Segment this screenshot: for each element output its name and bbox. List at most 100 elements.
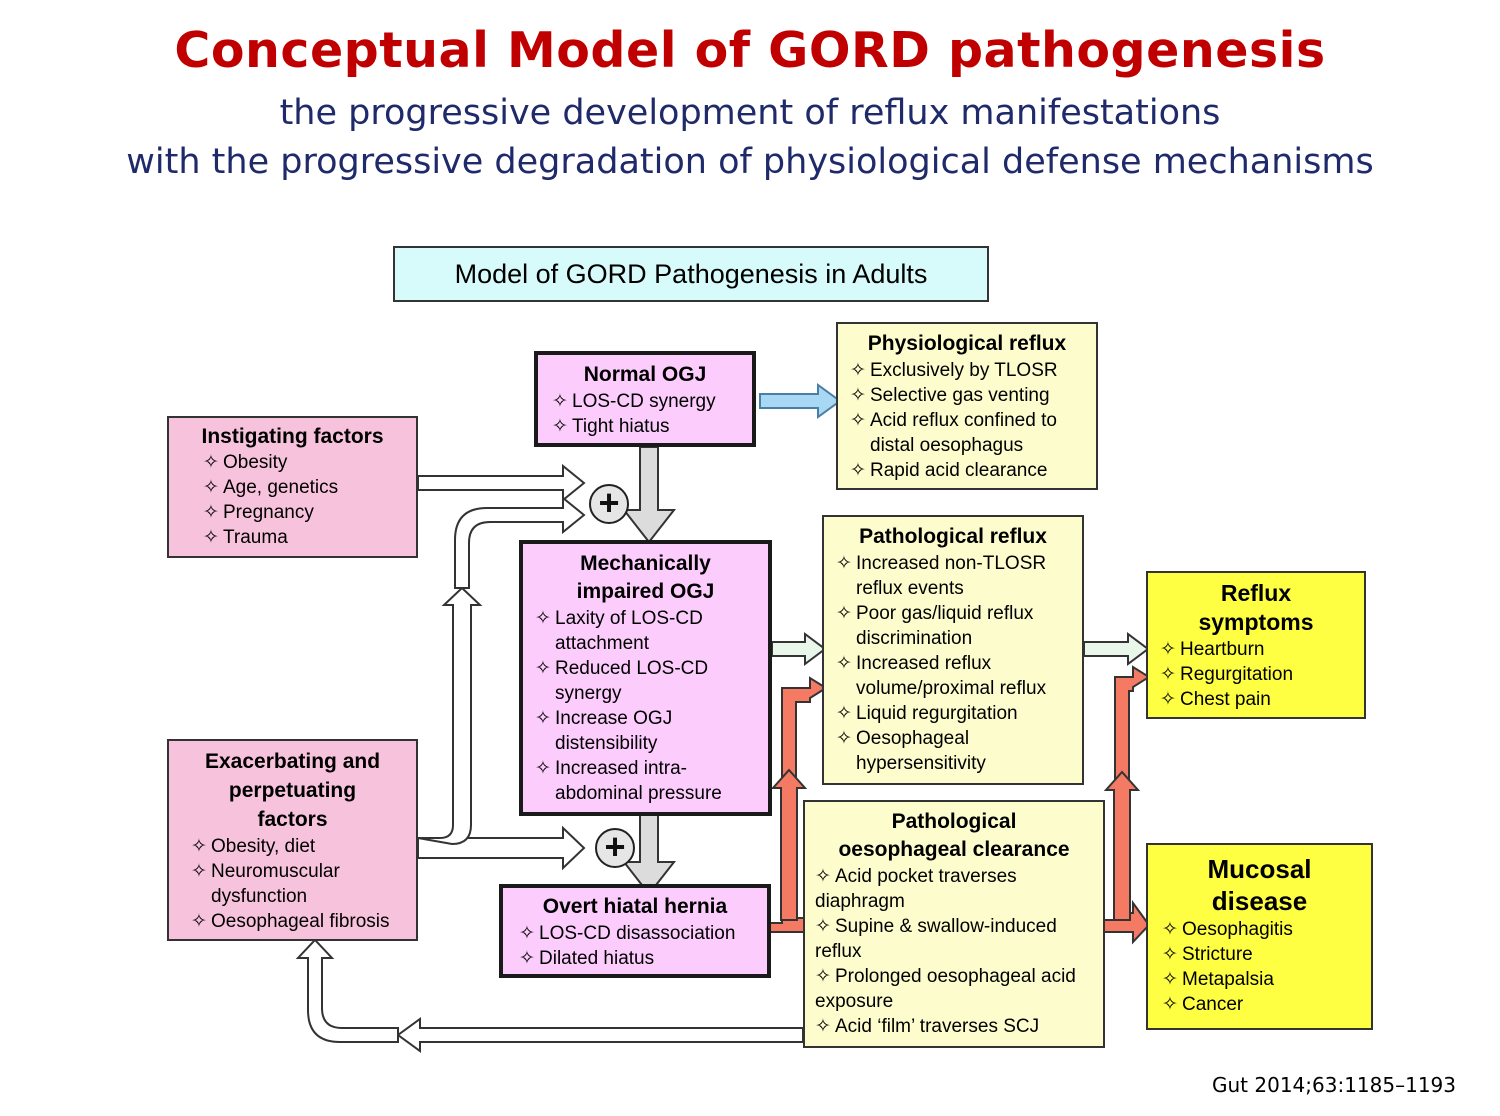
bullet-icon: ✧ — [552, 416, 568, 437]
arrow-normal-to-impaired — [621, 446, 677, 544]
list-item: ✧Prolonged oesophageal acid exposure — [815, 966, 1076, 1012]
exacerbating-heading: Exacerbating and perpetuating factors — [204, 750, 381, 831]
slide-title: Conceptual Model of GORD pathogenesis — [174, 22, 1326, 79]
list-item: ✧Increased non-TLOSR reflux events — [836, 553, 1047, 599]
bullet-icon: ✧ — [836, 728, 852, 749]
bullet-icon: ✧ — [203, 477, 219, 498]
list-item: ✧Selective gas venting — [850, 385, 1050, 406]
bullet-icon: ✧ — [836, 653, 852, 674]
bullet-icon: ✧ — [836, 703, 852, 724]
bullet-icon: ✧ — [1162, 994, 1178, 1015]
bullet-icon: ✧ — [1160, 639, 1176, 660]
list-item: ✧Oesophageal hypersensitivity — [836, 728, 986, 774]
bullet-icon: ✧ — [1162, 944, 1178, 965]
list-item: ✧Increase OGJ distensibility — [535, 708, 673, 754]
list-item: ✧Trauma — [203, 527, 288, 548]
list-item: ✧Poor gas/liquid reflux discrimination — [836, 603, 1034, 649]
list-item: ✧Acid ‘film’ traverses SCJ — [815, 1016, 1040, 1037]
bullet-icon: ✧ — [836, 603, 852, 624]
bullet-icon: ✧ — [203, 452, 219, 473]
arrow-clearance-to-symptoms-up — [1103, 770, 1141, 921]
list-item: ✧Neuromuscular dysfunction — [191, 861, 340, 907]
subtitle-line-1: the progressive development of reflux ma… — [279, 93, 1221, 133]
normal-ogj-box: Normal OGJ ✧LOS-CD synergy ✧Tight hiatus — [534, 351, 756, 447]
impaired-ogj-heading: Mechanically impaired OGJ — [576, 552, 715, 603]
bullet-icon: ✧ — [850, 360, 866, 381]
list-item: ✧Metapalsia — [1162, 969, 1274, 990]
bullet-icon: ✧ — [815, 966, 831, 987]
arrow-impaired-to-hernia — [621, 814, 677, 896]
bullet-icon: ✧ — [535, 758, 551, 779]
subtitle-line-2: with the progressive degradation of phys… — [126, 142, 1374, 182]
list-item: ✧Stricture — [1162, 944, 1253, 965]
list-item: ✧Cancer — [1162, 994, 1244, 1015]
list-item: ✧Tight hiatus — [552, 416, 670, 437]
bullet-icon: ✧ — [815, 916, 831, 937]
instigating-factors-box: Instigating factors ✧Obesity ✧Age, genet… — [167, 416, 418, 558]
pathological-reflux-heading: Pathological reflux — [859, 525, 1047, 548]
instigating-heading: Instigating factors — [201, 425, 384, 448]
bullet-icon: ✧ — [1162, 969, 1178, 990]
bullet-icon: ✧ — [1162, 919, 1178, 940]
mucosal-disease-box: Mucosal disease ✧Oesophagitis ✧Stricture… — [1146, 843, 1373, 1030]
list-item: ✧LOS-CD disassociation — [519, 923, 736, 944]
bullet-icon: ✧ — [203, 527, 219, 548]
plus-node-lower: + — [595, 828, 635, 868]
bullet-icon: ✧ — [1160, 664, 1176, 685]
arrow-return-to-exacerbating — [396, 1017, 804, 1053]
list-item: ✧Obesity — [203, 452, 288, 473]
mucosal-disease-heading: Mucosal disease — [1207, 854, 1312, 916]
list-item: ✧Dilated hiatus — [519, 948, 655, 969]
bullet-icon: ✧ — [191, 911, 207, 932]
list-item: ✧Exclusively by TLOSR — [850, 360, 1058, 381]
bullet-icon: ✧ — [535, 658, 551, 679]
list-item: ✧Oesophagitis — [1162, 919, 1293, 940]
list-item: ✧Increased reflux volume/proximal reflux — [836, 653, 1047, 699]
bullet-icon: ✧ — [815, 1016, 831, 1037]
exacerbating-factors-box: Exacerbating and perpetuating factors ✧O… — [167, 739, 418, 941]
list-item: ✧Increased intra-abdominal pressure — [535, 758, 722, 804]
pathological-clearance-heading: Pathological oesophageal clearance — [838, 810, 1070, 861]
hiatal-hernia-heading: Overt hiatal hernia — [542, 895, 728, 918]
arrow-exacerbating-loop-up — [417, 586, 483, 846]
bullet-icon: ✧ — [535, 608, 551, 629]
citation: Gut 2014;63:1185–1193 — [1212, 1073, 1456, 1097]
list-item: ✧Regurgitation — [1160, 664, 1294, 685]
bullet-icon: ✧ — [552, 391, 568, 412]
normal-ogj-heading: Normal OGJ — [583, 363, 707, 386]
bullet-icon: ✧ — [519, 948, 535, 969]
physiological-reflux-box: Physiological reflux ✧Exclusively by TLO… — [836, 322, 1098, 490]
list-item: ✧Supine & swallow-induced reflux — [815, 916, 1057, 962]
reflux-symptoms-heading: Reflux symptoms — [1198, 580, 1314, 635]
bullet-icon: ✧ — [535, 708, 551, 729]
bullet-icon: ✧ — [836, 553, 852, 574]
list-item: ✧Reduced LOS-CD synergy — [535, 658, 709, 704]
arrow-normal-to-physiological — [759, 383, 842, 419]
impaired-ogj-box: Mechanically impaired OGJ ✧Laxity of LOS… — [519, 540, 772, 816]
bullet-icon: ✧ — [850, 410, 866, 431]
physiological-reflux-heading: Physiological reflux — [867, 332, 1067, 355]
list-item: ✧Oesophageal fibrosis — [191, 911, 390, 932]
bullet-icon: ✧ — [519, 923, 535, 944]
bullet-icon: ✧ — [850, 385, 866, 406]
list-item: ✧Chest pain — [1160, 689, 1271, 710]
bullet-icon: ✧ — [850, 460, 866, 481]
arrow-instigating-to-plus — [417, 463, 586, 503]
diagram-title: Model of GORD Pathogenesis in Adults — [393, 246, 989, 302]
hiatal-hernia-box: Overt hiatal hernia ✧LOS-CD disassociati… — [499, 884, 771, 978]
arrow-return-loop — [295, 938, 399, 1043]
arrow-clearance-up — [770, 768, 808, 921]
arrow-reflux-to-symptoms — [1083, 632, 1150, 666]
list-item: ✧Age, genetics — [203, 477, 339, 498]
pathological-reflux-box: Pathological reflux ✧Increased non-TLOSR… — [822, 515, 1084, 785]
arrow-exacerbating-to-plus — [417, 825, 586, 871]
bullet-icon: ✧ — [1160, 689, 1176, 710]
list-item: ✧Acid pocket traverses diaphragm — [815, 866, 1017, 912]
list-item: ✧Obesity, diet — [191, 836, 316, 857]
list-item: ✧Heartburn — [1160, 639, 1265, 660]
list-item: ✧Laxity of LOS-CD attachment — [535, 608, 703, 654]
bullet-icon: ✧ — [191, 836, 207, 857]
list-item: ✧LOS-CD synergy — [552, 391, 716, 412]
pathological-clearance-box: Pathological oesophageal clearance ✧Acid… — [803, 800, 1105, 1048]
